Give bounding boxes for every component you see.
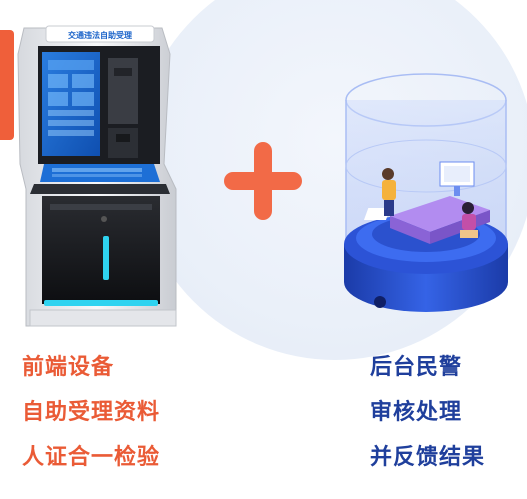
kiosk-header-text: 交通违法自助受理 xyxy=(68,30,132,40)
kiosk-icon: 交通违法自助受理 xyxy=(17,25,177,327)
right-caption-1: 后台民警 xyxy=(370,355,463,380)
police-office-icon xyxy=(344,73,508,312)
left-caption-3: 人证合一检验 xyxy=(22,445,161,470)
left-caption-1: 前端设备 xyxy=(22,355,115,380)
right-caption-3: 并反馈结果 xyxy=(370,445,486,470)
right-caption-2: 审核处理 xyxy=(370,400,463,425)
left-caption-2: 自助受理资料 xyxy=(22,400,161,425)
orange-accent-bar xyxy=(0,30,14,140)
plus-icon xyxy=(224,142,302,220)
